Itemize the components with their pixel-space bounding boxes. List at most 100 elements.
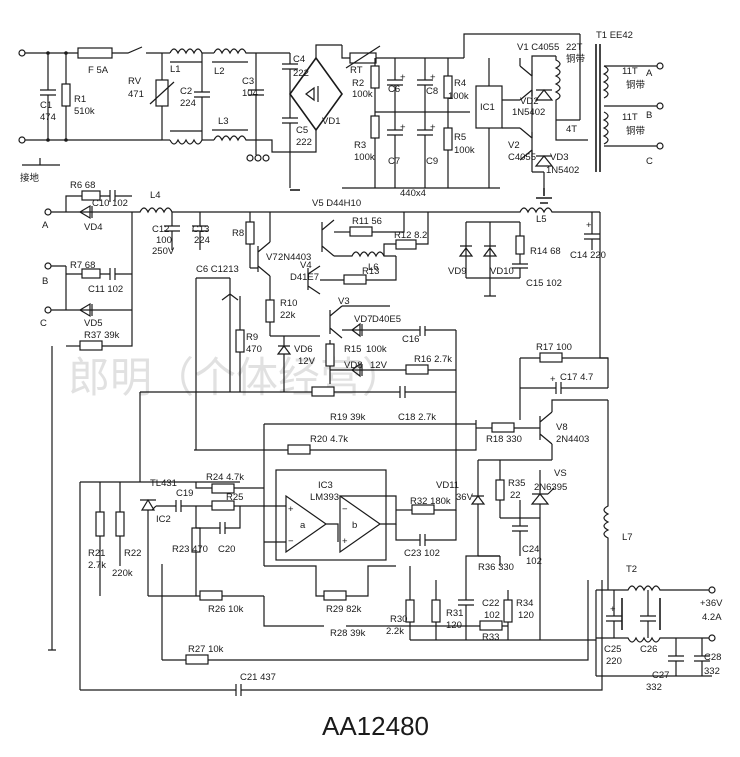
plus-ic3b: +: [342, 536, 348, 547]
r1v-label: 510k: [74, 106, 95, 117]
resistor-r19: [311, 386, 335, 397]
r5v-label: 100k: [454, 145, 475, 156]
r25-label: R25: [226, 492, 243, 503]
c25v-label: 220: [606, 656, 622, 667]
r14-label: R14 68: [530, 246, 561, 257]
resistor-r16: [405, 364, 429, 375]
c3v-label: 104: [242, 88, 258, 99]
r27-label: R27 10k: [188, 644, 224, 655]
comparator-a: [285, 494, 328, 554]
c18-label: C18 2.7k: [398, 412, 436, 423]
c17-label: C17 4.7: [560, 372, 593, 383]
v7-label: V7: [266, 252, 278, 263]
minus-ic3b: −: [342, 504, 348, 515]
opa-label: a: [300, 520, 306, 531]
r10v-label: 22k: [280, 310, 296, 321]
c6-label: C6: [388, 84, 400, 95]
r2-label: R2: [352, 78, 364, 89]
vd3v-label: 1N5402: [546, 165, 579, 176]
r4-label: R4: [454, 78, 466, 89]
diode-vd11: [470, 495, 486, 505]
resistor-r37: [79, 340, 103, 351]
c13-label: C13: [192, 224, 209, 235]
vd8-label: VD8: [344, 360, 362, 371]
rvv-label: 471: [128, 89, 144, 100]
c9-label: C9: [426, 156, 438, 167]
copper2-label: 铜带: [626, 79, 646, 91]
c19-label: C19: [176, 488, 193, 499]
diode-vd9: [458, 245, 474, 257]
c5v-label: 222: [296, 137, 312, 148]
r28-label: R28 39k: [330, 628, 366, 639]
copper3-label: 铜带: [626, 125, 646, 137]
portc-label: C: [646, 156, 653, 167]
v8-label: V8: [556, 422, 568, 433]
c25-label: C25: [604, 644, 621, 655]
choke-l2-label: L2: [214, 66, 225, 77]
v1-label: V1 C4055: [517, 42, 559, 53]
r2v-label: 100k: [352, 89, 373, 100]
vd7-label: VD7: [354, 314, 372, 325]
mains-input-section: F 5A C1 474 R1 510k 接地 RV 471 L1 C2 224: [18, 44, 343, 191]
plus-c14: +: [586, 220, 592, 231]
r34v-label: 120: [518, 610, 534, 621]
plus-c7: +: [400, 122, 406, 133]
thermistor-rt: [349, 52, 377, 64]
fuse-f: [77, 47, 113, 59]
half-bridge-section: RT R2 100k R3 100k C6 C7 + + C8 C9 + + R…: [341, 30, 664, 204]
copper1-label: 铜带: [566, 53, 586, 65]
c11-label: C11 102: [88, 284, 123, 295]
r8-label: R8: [232, 228, 244, 239]
diode-vd10: [482, 245, 498, 257]
r3-label: R3: [354, 140, 366, 151]
ic3-label: IC3: [318, 480, 333, 491]
l7-label: L7: [622, 532, 633, 543]
t11b-label: 11T: [622, 112, 638, 123]
r22-label: R22: [124, 548, 141, 559]
r35v-label: 22: [510, 490, 521, 501]
vd2-label: VD2: [520, 96, 538, 107]
plus-c25: +: [610, 604, 616, 615]
r4v-label: 100k: [448, 91, 469, 102]
t2-label: T2: [626, 564, 637, 575]
r1-label: R1: [74, 94, 86, 105]
vd4-label: VD4: [84, 222, 102, 233]
v2-label: V2: [508, 140, 520, 151]
vd9-label: VD9: [448, 266, 466, 277]
diode-vd6: [276, 345, 292, 355]
resistor-r22: [115, 511, 125, 537]
secondary-section: A R6 68 C10 102 VD4 L4 C12 100 250V C13 …: [40, 180, 723, 696]
ic1-label: IC1: [480, 102, 495, 113]
resistor-r29: [323, 590, 347, 601]
c26-label: C26: [640, 644, 657, 655]
r31-label: R31: [446, 608, 463, 619]
tl431-label: TL431: [150, 478, 177, 489]
r26-label: R26 10k: [208, 604, 244, 615]
r24-label: R24 4.7k: [206, 472, 244, 483]
c2-label: C2: [180, 86, 192, 97]
resistor-r8: [245, 221, 255, 245]
vd3-label: VD3: [550, 152, 568, 163]
figure-caption: AA12480: [322, 711, 429, 741]
v4v-label: D41E7: [290, 272, 319, 283]
ground-label: 接地: [20, 172, 40, 184]
v2v-label: C4055: [508, 152, 536, 163]
vd6v-label: 12V: [298, 356, 316, 367]
r15-label: R15: [344, 344, 361, 355]
resistor-r14: [515, 235, 525, 255]
watermark: 郎明（个体经营）: [68, 356, 404, 402]
resistor-r1: [61, 83, 71, 107]
resistor-r30: [405, 599, 415, 623]
v8v-label: 2N4403: [556, 434, 589, 445]
vs-label: VS: [554, 468, 567, 479]
resistor-r17: [539, 352, 563, 363]
v5-label: V5 D44H10: [312, 198, 361, 209]
resistor-r24: [211, 483, 235, 494]
resistor-r5: [443, 127, 453, 151]
l5-label: L5: [536, 214, 547, 225]
r13-label: R13: [362, 266, 379, 277]
vsv-label: 2N6395: [534, 482, 567, 493]
transistor-v1: [519, 58, 533, 101]
c8-label: C8: [426, 86, 438, 97]
